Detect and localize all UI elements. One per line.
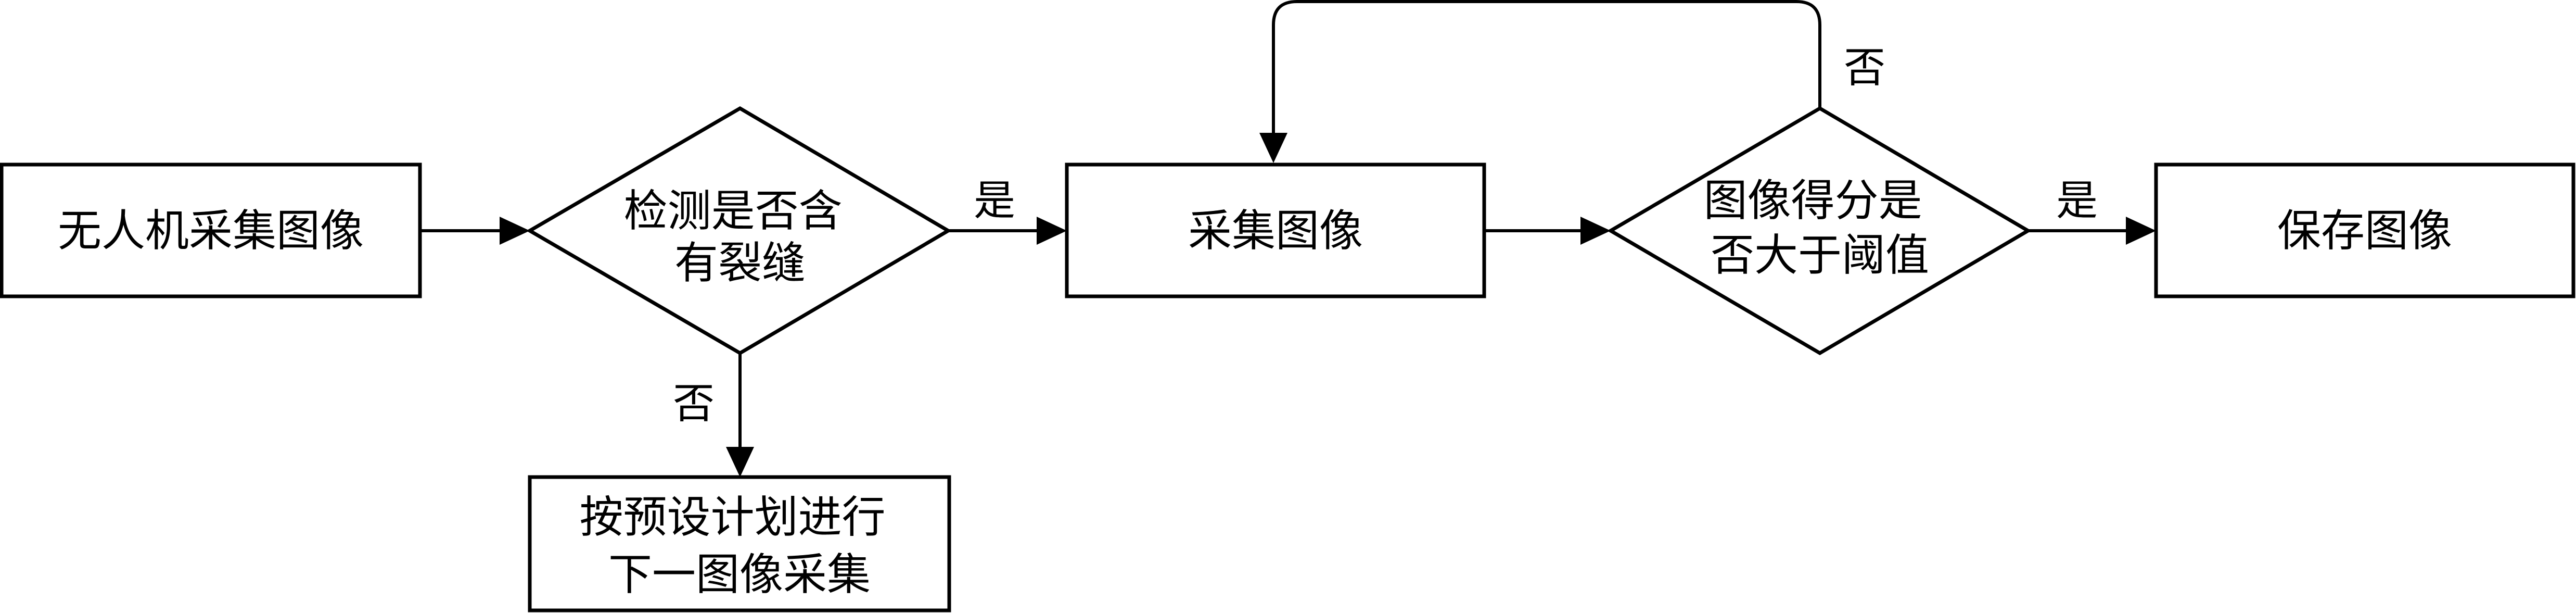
node-crack-check-line-2: 有裂缝 <box>674 237 806 289</box>
node-score-check-line-2: 否大于阈值 <box>1711 230 1929 281</box>
arrowhead-crack-check <box>500 217 530 245</box>
arrowhead-collect <box>1037 217 1067 245</box>
edge-label-crack-no: 否 <box>673 380 715 428</box>
arrowhead-collect-loop <box>1259 133 1287 163</box>
node-collect <box>1065 162 1486 298</box>
node-uav-capture-label: 无人机采集图像 <box>58 205 364 256</box>
node-save <box>2154 162 2575 298</box>
node-crack-check-line-1: 检测是否含 <box>624 185 843 236</box>
node-next-capture-label: 按预设计划进行 下一图像采集 <box>580 492 900 600</box>
node-crack-check-label: 检测是否含 有裂缝 <box>624 185 857 289</box>
node-next-capture <box>528 475 951 612</box>
node-crack-check <box>526 106 952 356</box>
node-save-label: 保存图像 <box>2277 205 2452 256</box>
node-score-check-line-1: 图像得分是 <box>1704 175 1922 226</box>
arrow-score-no-loop <box>1272 0 1821 133</box>
arrowhead-save <box>2126 217 2156 245</box>
node-next-capture-line-1: 按预设计划进行 <box>580 492 886 543</box>
edge-label-crack-yes: 是 <box>974 177 1015 225</box>
node-score-check <box>1607 106 2032 356</box>
node-next-capture-line-2: 下一图像采集 <box>608 549 871 600</box>
arrowhead-score-check <box>1580 217 1611 245</box>
node-score-check-label: 图像得分是 否大于阈值 <box>1704 175 1936 281</box>
node-uav-capture <box>0 162 422 298</box>
node-collect-label: 采集图像 <box>1188 205 1363 256</box>
arrowhead-next-capture <box>726 447 754 477</box>
edge-label-score-yes: 是 <box>2056 177 2098 225</box>
edge-label-score-no: 否 <box>1844 44 1885 92</box>
